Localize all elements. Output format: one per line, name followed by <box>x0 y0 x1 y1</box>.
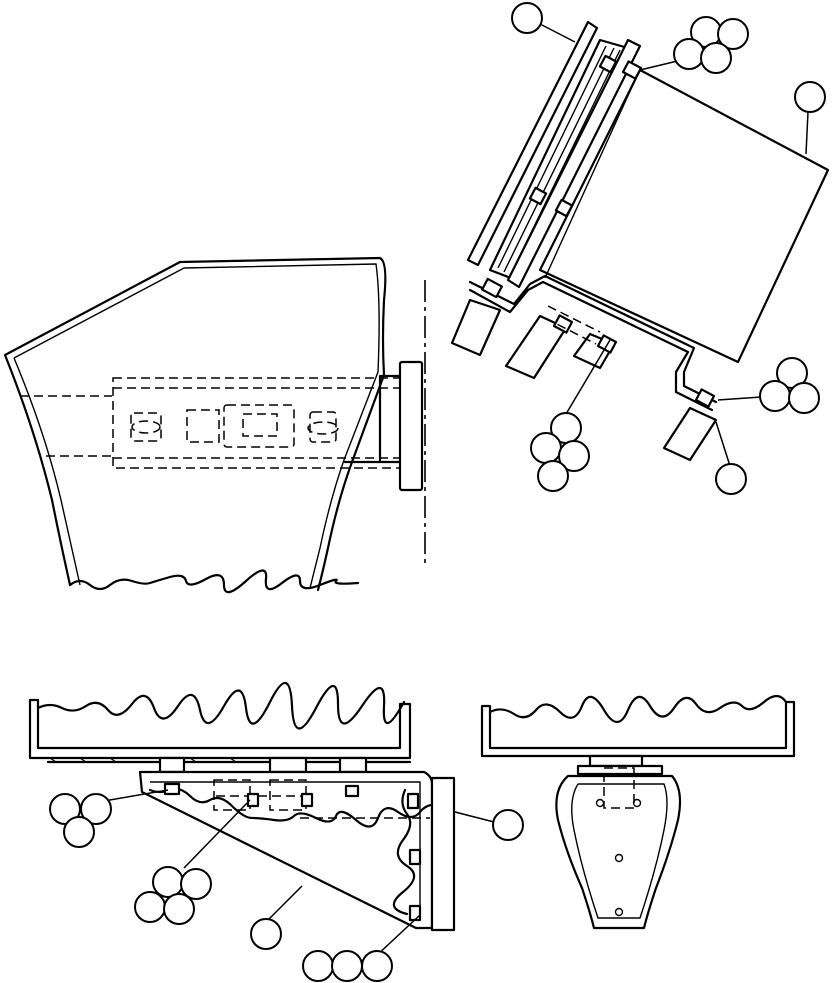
bolt <box>598 54 618 74</box>
mount-arm <box>343 374 402 464</box>
housing-outline <box>3 256 387 592</box>
break-line <box>488 694 788 724</box>
mount-plate <box>398 360 424 492</box>
top-beam <box>28 698 412 760</box>
mounting-box <box>538 68 830 364</box>
bent-bracket <box>468 274 718 412</box>
bolt <box>621 60 643 80</box>
top-view-left <box>3 256 426 594</box>
callout-side-single-bottom <box>250 918 282 950</box>
end-view-bottom-right <box>480 694 796 930</box>
callout-lower-single <box>715 463 747 495</box>
leader-lines <box>97 23 809 957</box>
end-plate <box>430 776 456 932</box>
callout-side-three-left <box>49 793 112 848</box>
hidden-channel <box>112 377 404 469</box>
inner-plate <box>506 38 642 289</box>
callout-side-three-bottom <box>302 950 393 982</box>
callout-side-single-right <box>492 809 524 841</box>
break-line <box>68 569 360 594</box>
callout-top-four <box>673 16 749 74</box>
break-line <box>36 681 406 730</box>
callout-top-left-single <box>511 2 543 34</box>
rotated-view-top-right <box>450 20 830 462</box>
callout-center-four <box>530 412 590 492</box>
callout-right-three <box>759 357 820 414</box>
end-view-bracket <box>555 774 682 930</box>
outer-plate <box>466 20 599 267</box>
callout-right-single <box>794 81 826 113</box>
housing-inner-line <box>13 263 380 589</box>
break-line <box>148 787 442 916</box>
bolt <box>554 198 574 218</box>
bolt <box>528 186 548 206</box>
side-view-bottom-left <box>28 681 456 932</box>
rubber-mounts <box>450 277 718 462</box>
callout-side-four-center <box>134 866 212 925</box>
slot-holes <box>130 404 339 448</box>
